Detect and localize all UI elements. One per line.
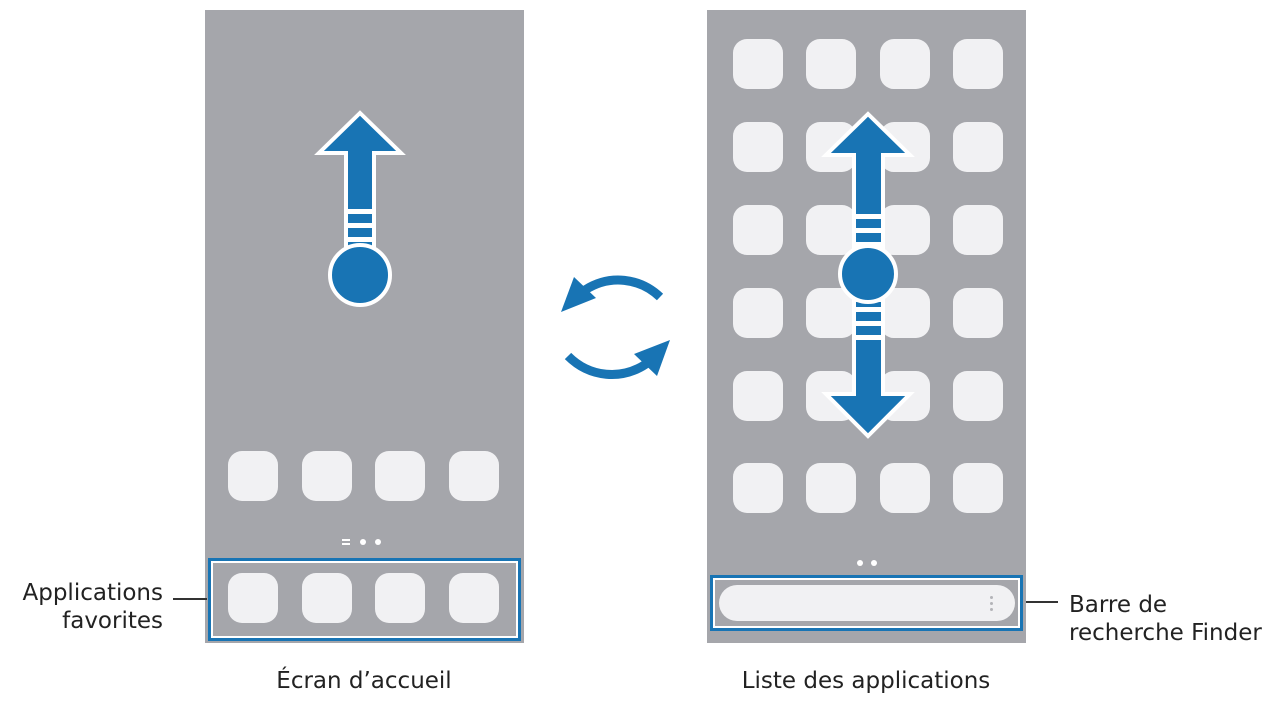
favorite-app-icon[interactable] bbox=[449, 573, 499, 623]
arrow-up-down-icon bbox=[821, 111, 915, 439]
apps-screen-caption: Liste des applications bbox=[741, 668, 991, 694]
finder-label-line1: Barre de bbox=[1069, 592, 1168, 618]
more-vertical-icon[interactable] bbox=[990, 596, 993, 611]
page-indicator-dot bbox=[871, 560, 877, 566]
app-icon[interactable] bbox=[733, 205, 783, 255]
app-icon[interactable] bbox=[733, 122, 783, 172]
page-indicator-home bbox=[342, 539, 350, 541]
app-icon[interactable] bbox=[953, 463, 1003, 513]
app-icon[interactable] bbox=[880, 463, 930, 513]
finder-search-bar[interactable] bbox=[719, 585, 1015, 621]
app-icon[interactable] bbox=[953, 39, 1003, 89]
app-icon[interactable] bbox=[733, 371, 783, 421]
home-screen-caption: Écran d’accueil bbox=[276, 668, 452, 694]
app-icon[interactable] bbox=[806, 463, 856, 513]
app-icon[interactable] bbox=[880, 288, 930, 338]
app-icon[interactable] bbox=[953, 288, 1003, 338]
app-icon[interactable] bbox=[302, 451, 352, 501]
favorites-leader-line bbox=[173, 598, 207, 600]
app-icon[interactable] bbox=[733, 463, 783, 513]
app-icon[interactable] bbox=[228, 451, 278, 501]
finder-leader-line bbox=[1026, 601, 1058, 603]
app-icon[interactable] bbox=[733, 39, 783, 89]
refresh-cycle-icon bbox=[561, 275, 670, 379]
app-icon[interactable] bbox=[806, 205, 856, 255]
favorites-label: Applications favorites bbox=[23, 579, 164, 635]
finder-highlight bbox=[710, 575, 1023, 631]
app-icon[interactable] bbox=[953, 205, 1003, 255]
favorite-app-icon[interactable] bbox=[375, 573, 425, 623]
page-indicator-dot bbox=[360, 539, 366, 545]
app-icon[interactable] bbox=[880, 205, 930, 255]
app-icon[interactable] bbox=[806, 39, 856, 89]
favorites-label-line1: Applications bbox=[22, 580, 164, 606]
app-icon[interactable] bbox=[880, 39, 930, 89]
finder-label: Barre de recherche Finder bbox=[1069, 591, 1262, 647]
arrow-up-icon bbox=[314, 110, 406, 307]
favorite-app-icon[interactable] bbox=[228, 573, 278, 623]
finder-label-line2: recherche Finder bbox=[1069, 620, 1262, 646]
app-icon[interactable] bbox=[953, 122, 1003, 172]
favorites-highlight bbox=[208, 558, 521, 641]
app-icon[interactable] bbox=[953, 371, 1003, 421]
app-icon[interactable] bbox=[449, 451, 499, 501]
app-icon[interactable] bbox=[375, 451, 425, 501]
favorites-label-line2: favorites bbox=[62, 608, 163, 634]
page-indicator-dot bbox=[375, 539, 381, 545]
page-indicator-home bbox=[342, 543, 350, 545]
app-icon[interactable] bbox=[733, 288, 783, 338]
page-indicator-dot bbox=[857, 560, 863, 566]
app-icon[interactable] bbox=[806, 288, 856, 338]
favorite-app-icon[interactable] bbox=[302, 573, 352, 623]
